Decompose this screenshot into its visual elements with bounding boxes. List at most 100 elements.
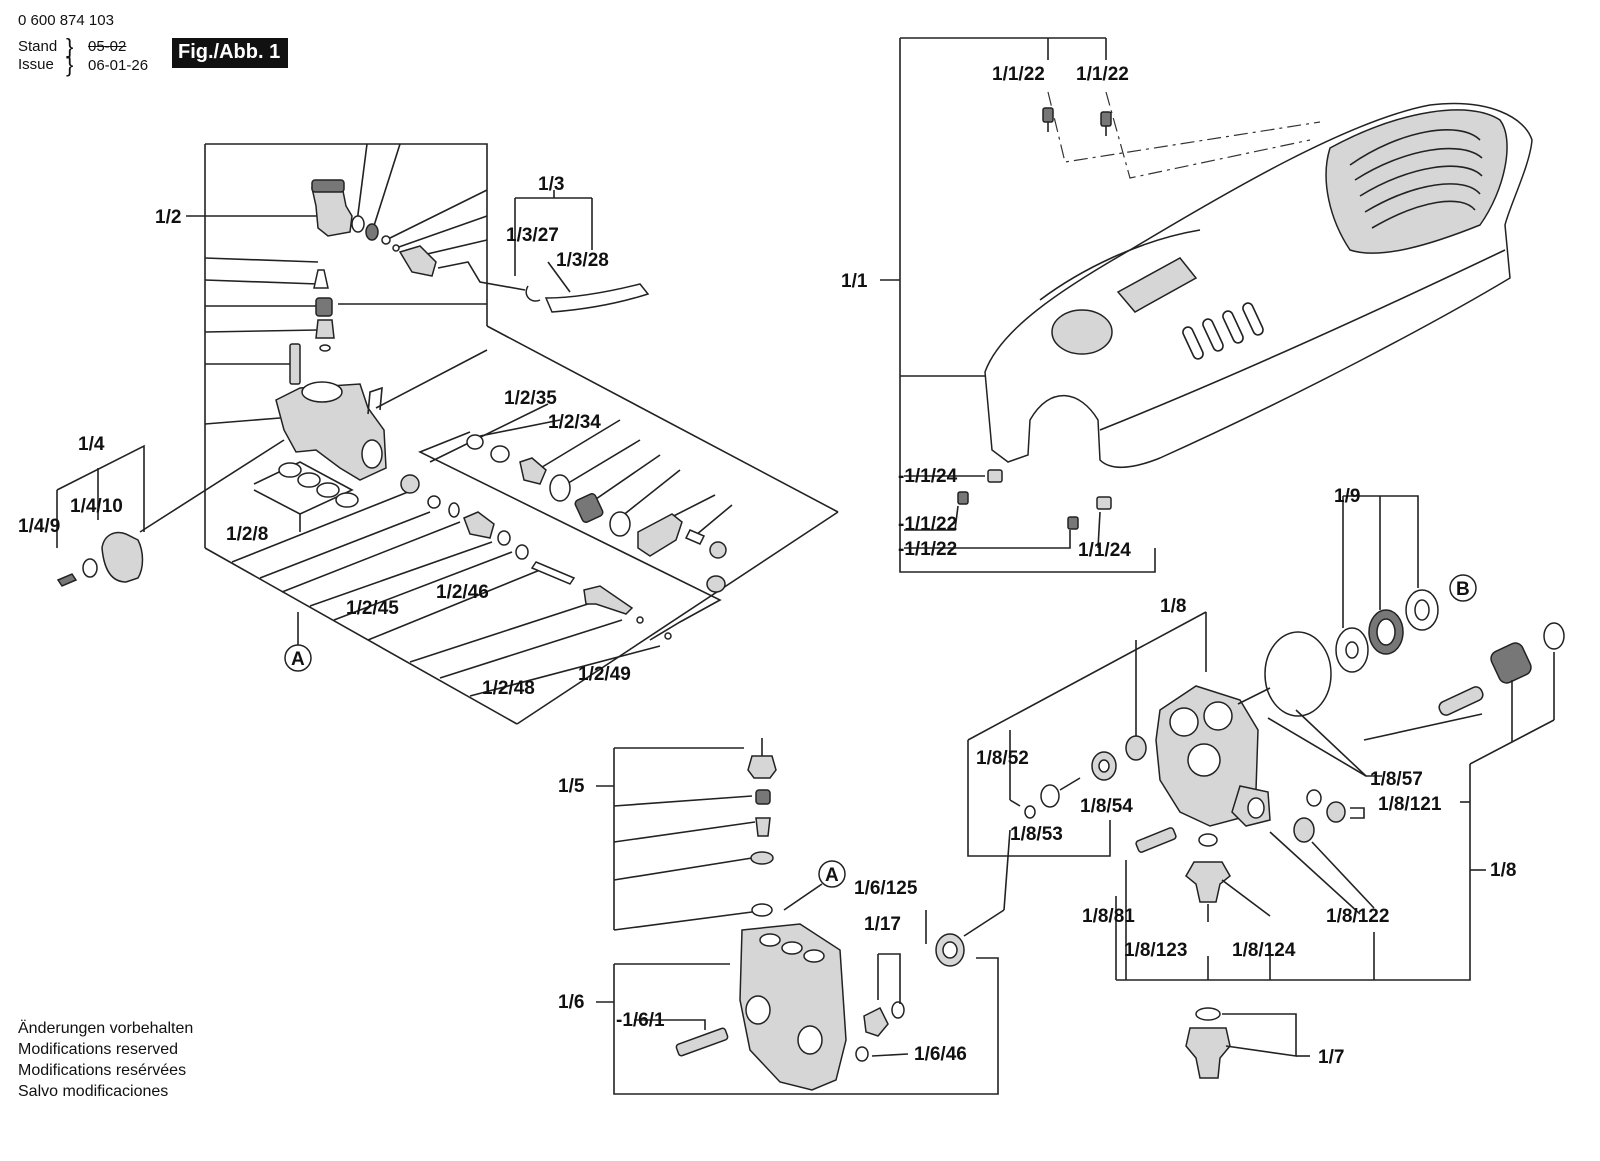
hose-group: [514, 190, 650, 313]
footer-line-de: Änderungen vorbehalten: [18, 1020, 194, 1037]
label-1-2-8: 1/2/8: [226, 524, 268, 545]
piston: [519, 457, 547, 485]
label-1-1-24: 1/1/24: [1078, 540, 1131, 561]
spring-large: [574, 493, 604, 523]
cover-vent-panel: [1325, 109, 1508, 254]
label-1-8-54: 1/8/54: [1080, 796, 1133, 817]
o-ring: [751, 903, 773, 917]
o-ring: [664, 632, 672, 640]
label-1-2-46: 1/2/46: [436, 582, 489, 603]
pin: [684, 529, 706, 545]
head-bore: [803, 949, 825, 963]
valve-1-8-123: [1185, 861, 1231, 903]
part-labels: 1/1/22 1/1/22 1/1 -1/1/24 -1/1/22 -1/1/2…: [18, 64, 1516, 1068]
o-ring-1-2-34: [490, 445, 510, 463]
screw-1-1-22: [1042, 107, 1054, 132]
o-ring: [497, 530, 511, 546]
label-1-6-1: -1/6/1: [616, 1010, 665, 1031]
o-ring: [891, 1001, 905, 1019]
valve-bore: [301, 381, 343, 403]
label-1-4-10: 1/4/10: [70, 496, 123, 517]
bolt-1-6-1: [675, 1027, 729, 1057]
label-1-8: 1/8: [1160, 596, 1186, 617]
spring: [315, 297, 333, 317]
label-1-1-22: -1/1/22: [898, 539, 957, 560]
label-1-1: 1/1: [841, 271, 868, 292]
o-ring-1-2-35: [466, 434, 484, 450]
housing-cover-group: [880, 37, 1533, 573]
clip-1-1-24: [987, 469, 1003, 483]
wheel-1-4-10: [101, 531, 144, 583]
head-bore: [759, 933, 781, 947]
valve-port: [361, 439, 383, 469]
label-1-17: 1/17: [864, 914, 901, 935]
plug: [706, 575, 726, 593]
callout-a: A: [291, 649, 305, 670]
screw-1-1-22: [1067, 516, 1079, 530]
callout-a: A: [825, 865, 839, 886]
o-ring: [392, 244, 400, 252]
label-1-1-22: 1/1/22: [1076, 64, 1129, 85]
label-1-6: 1/6: [558, 992, 584, 1013]
hose-clamp: [525, 285, 541, 302]
footer-notes: Änderungen vorbehalten Modifications res…: [18, 1018, 193, 1102]
label-1-8-122: 1/8/122: [1326, 906, 1389, 927]
nut-1-8-122: [1293, 817, 1315, 843]
label-1-8-53: 1/8/53: [1010, 824, 1063, 845]
issue-label: Issue: [18, 56, 54, 73]
o-ring-1-8-52: [1040, 784, 1060, 808]
label-1-1-24: -1/1/24: [898, 466, 958, 487]
label-1-2-48: 1/2/48: [482, 678, 535, 699]
label-1-8-81: 1/8/81: [1082, 906, 1135, 927]
valve-1-7: [1185, 1027, 1231, 1079]
brace-glyph: }: [66, 34, 74, 59]
plug: [1326, 801, 1346, 823]
cap: [747, 755, 777, 779]
label-1-8-121: 1/8/121: [1378, 794, 1442, 815]
callout-b-circle: [1449, 574, 1477, 602]
label-1-9: 1/9: [1334, 486, 1360, 507]
lever: [637, 513, 683, 557]
retainer: [1543, 622, 1565, 650]
callout-a-circle: [818, 860, 846, 888]
o-ring-large: [1264, 631, 1332, 717]
valve-body: [275, 383, 387, 481]
label-1-8-57: 1/8/57: [1370, 769, 1423, 790]
hose-1-3-28: [544, 283, 650, 313]
label-1-6-46: 1/6/46: [914, 1044, 967, 1065]
bracket-wire: [367, 386, 383, 415]
document-number: 0 600 874 103: [18, 12, 114, 29]
plug: [709, 541, 727, 559]
issue-date: 06-01-26: [88, 57, 149, 74]
screw-1-1-22: [957, 491, 969, 505]
brace-glyph: }: [66, 52, 74, 77]
spring-small: [365, 223, 379, 241]
label-1-7: 1/7: [1318, 1047, 1344, 1068]
cover-opening: [1051, 309, 1113, 355]
hose-nipple: [398, 245, 437, 277]
pump-housing-group: [967, 495, 1565, 1079]
wheel-group: [56, 439, 285, 587]
valve-needle: [583, 585, 634, 615]
label-1-8: 1/8: [1490, 860, 1516, 881]
label-1-8-52: 1/8/52: [976, 748, 1029, 769]
o-ring: [1306, 789, 1322, 807]
label-1-2: 1/2: [155, 207, 181, 228]
pin-1-2-46: [530, 561, 576, 585]
valve-1-17: [863, 1006, 889, 1037]
o-ring: [1198, 833, 1218, 847]
label-1-4: 1/4: [78, 434, 105, 455]
cover-handle-slot: [1116, 257, 1198, 313]
valve-cone: [315, 319, 335, 339]
pin: [313, 269, 329, 289]
washer: [549, 474, 571, 502]
label-1-2-34: 1/2/34: [548, 412, 601, 433]
washer: [609, 511, 631, 537]
pump-head-group: [596, 738, 1011, 1095]
label-1-2-35: 1/2/35: [504, 388, 557, 409]
label-1-2-45: 1/2/45: [346, 598, 399, 619]
label-1-8-124: 1/8/124: [1232, 940, 1296, 961]
o-ring: [448, 502, 460, 518]
o-ring: [1195, 1007, 1221, 1021]
